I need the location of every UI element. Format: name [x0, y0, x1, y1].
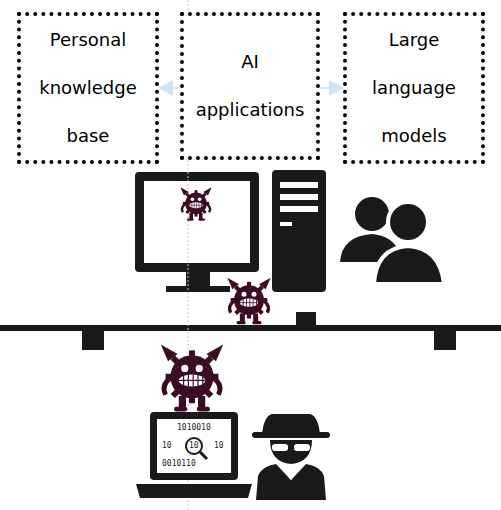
- box-text: AI applications: [191, 38, 309, 134]
- dotted-box: AI applications: [180, 12, 320, 160]
- dotted-box: Personal knowledge base: [17, 12, 159, 164]
- dotted-box: Large language models: [343, 12, 485, 164]
- binary-digits: 10: [162, 442, 172, 450]
- box-text: Personal knowledge base: [24, 16, 152, 160]
- binary-digits: 0010110: [162, 460, 196, 468]
- arrow-connector: [159, 87, 180, 89]
- binary-digits: 10: [189, 442, 199, 450]
- box-text: Large language models: [359, 16, 469, 160]
- binary-digits: 10: [214, 442, 224, 450]
- arrow-connector: [320, 87, 343, 89]
- binary-digits: 1010010: [177, 424, 211, 432]
